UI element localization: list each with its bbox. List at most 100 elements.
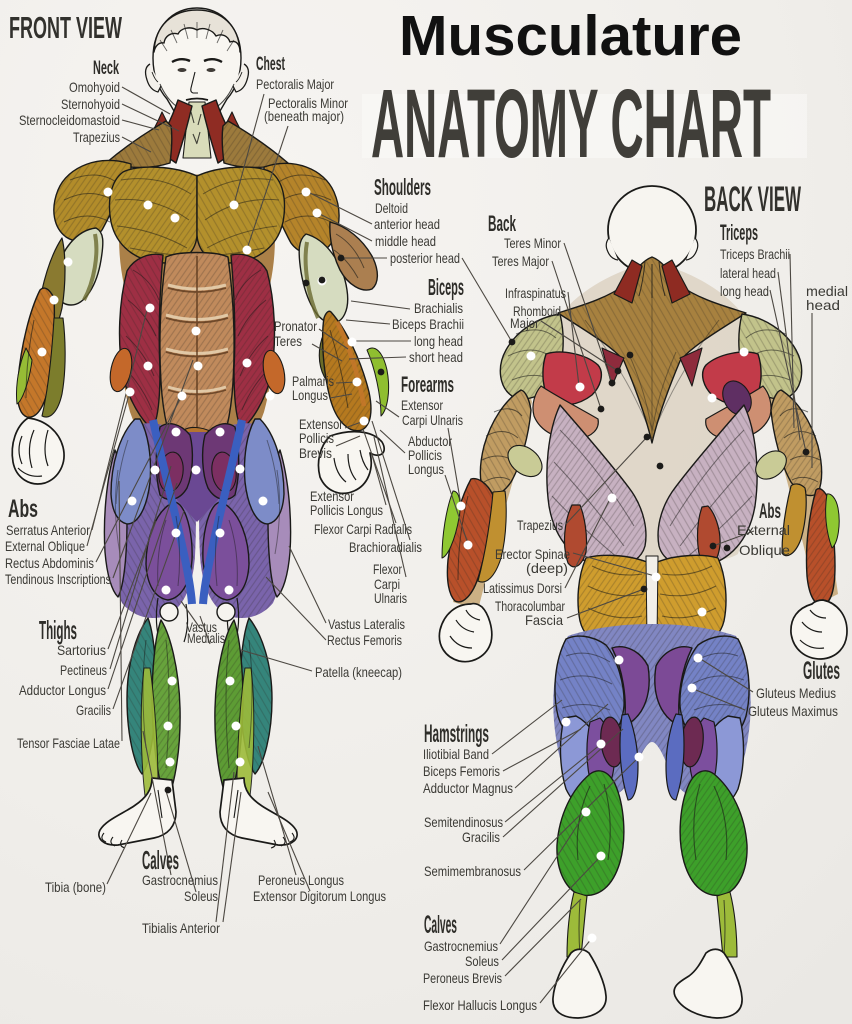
svg-text:Abs: Abs — [759, 500, 781, 523]
svg-text:Peroneus Brevis: Peroneus Brevis — [423, 970, 502, 986]
svg-text:Omohyoid: Omohyoid — [69, 79, 120, 95]
svg-text:Hamstrings: Hamstrings — [424, 720, 489, 748]
svg-text:Oblique: Oblique — [739, 542, 790, 558]
svg-text:Back: Back — [488, 211, 516, 236]
svg-text:Teres: Teres — [274, 333, 302, 349]
svg-text:Gluteus Medius: Gluteus Medius — [756, 685, 836, 701]
svg-text:ANATOMY CHART: ANATOMY CHART — [371, 69, 771, 178]
svg-text:Trapezius: Trapezius — [517, 517, 563, 533]
svg-text:Serratus Anterior: Serratus Anterior — [6, 522, 90, 538]
svg-text:Fascia: Fascia — [525, 612, 563, 628]
svg-text:medial: medial — [806, 283, 848, 299]
svg-text:FRONT VIEW: FRONT VIEW — [9, 10, 122, 45]
svg-text:Major: Major — [510, 315, 539, 331]
svg-text:Extensor: Extensor — [299, 416, 343, 432]
svg-text:Brevis: Brevis — [299, 445, 332, 461]
svg-text:Longus: Longus — [292, 387, 328, 403]
svg-text:Patella (kneecap): Patella (kneecap) — [315, 664, 402, 680]
svg-text:Gracilis: Gracilis — [462, 829, 500, 845]
svg-text:Biceps Femoris: Biceps Femoris — [423, 763, 500, 779]
svg-text:Pollicis Longus: Pollicis Longus — [310, 502, 383, 518]
svg-text:Palmaris: Palmaris — [292, 373, 334, 389]
svg-text:Sternohyoid: Sternohyoid — [61, 96, 120, 112]
svg-text:Triceps: Triceps — [720, 220, 758, 245]
svg-text:External Oblique: External Oblique — [5, 538, 85, 554]
svg-text:Abs: Abs — [8, 495, 38, 523]
svg-text:Brachialis: Brachialis — [414, 300, 463, 316]
svg-text:anterior head: anterior head — [374, 216, 440, 232]
svg-text:Brachioradialis: Brachioradialis — [349, 539, 422, 555]
svg-text:Rectus Femoris: Rectus Femoris — [327, 632, 402, 648]
svg-text:Pollicis: Pollicis — [299, 430, 334, 446]
svg-text:(deep): (deep) — [526, 560, 568, 576]
svg-text:Teres Major: Teres Major — [492, 253, 549, 269]
svg-text:middle head: middle head — [375, 233, 436, 249]
svg-text:Iliotibial Band: Iliotibial Band — [423, 746, 489, 762]
svg-text:Tendinous Inscriptions: Tendinous Inscriptions — [5, 571, 111, 587]
svg-text:Vastus: Vastus — [186, 619, 217, 635]
svg-text:Extensor: Extensor — [310, 488, 354, 504]
svg-text:Teres Minor: Teres Minor — [504, 235, 561, 251]
svg-text:Pectineus: Pectineus — [60, 662, 107, 678]
svg-text:Rectus Abdominis: Rectus Abdominis — [5, 555, 94, 571]
svg-text:Biceps Brachii: Biceps Brachii — [392, 316, 464, 332]
svg-text:Abductor: Abductor — [408, 433, 452, 449]
svg-text:Pectoralis Minor: Pectoralis Minor — [268, 95, 348, 111]
svg-text:posterior head: posterior head — [390, 250, 460, 266]
svg-text:Rhomboid: Rhomboid — [513, 303, 561, 319]
svg-text:(beneath major): (beneath major) — [264, 108, 344, 124]
svg-text:Pronator: Pronator — [274, 318, 317, 334]
svg-text:head: head — [806, 297, 840, 313]
svg-text:Longus: Longus — [408, 461, 444, 477]
svg-text:Soleus: Soleus — [184, 888, 218, 904]
svg-text:Thoracolumbar: Thoracolumbar — [495, 598, 565, 614]
svg-text:Adductor Longus: Adductor Longus — [19, 682, 106, 698]
svg-text:long head: long head — [720, 283, 769, 299]
svg-text:lateral head: lateral head — [720, 265, 776, 281]
svg-text:long head: long head — [414, 333, 463, 349]
svg-text:Semitendinosus: Semitendinosus — [424, 814, 503, 830]
svg-text:Tibia (bone): Tibia (bone) — [45, 879, 106, 895]
svg-text:Pollicis: Pollicis — [408, 447, 442, 463]
svg-text:Adductor Magnus: Adductor Magnus — [423, 780, 513, 796]
svg-text:Gastrocnemius: Gastrocnemius — [142, 872, 218, 888]
svg-text:Flexor Carpi Radialis: Flexor Carpi Radialis — [314, 521, 412, 537]
svg-text:Tensor Fasciae Latae: Tensor Fasciae Latae — [17, 735, 120, 751]
svg-text:Erector Spinae: Erector Spinae — [495, 546, 570, 562]
svg-text:Calves: Calves — [142, 845, 179, 875]
svg-text:Extensor Digitorum Longus: Extensor Digitorum Longus — [253, 888, 386, 904]
svg-text:Gluteus Maximus: Gluteus Maximus — [748, 703, 838, 719]
svg-text:Chest: Chest — [256, 54, 285, 75]
svg-text:Glutes: Glutes — [803, 657, 840, 685]
svg-text:Vastus Lateralis: Vastus Lateralis — [328, 616, 405, 632]
svg-text:Extensor: Extensor — [401, 397, 443, 413]
svg-text:Flexor: Flexor — [373, 561, 402, 577]
svg-text:Tibialis Anterior: Tibialis Anterior — [142, 920, 220, 936]
svg-text:Shoulders: Shoulders — [374, 174, 431, 200]
svg-text:Deltoid: Deltoid — [375, 200, 408, 216]
svg-text:Thighs: Thighs — [39, 615, 77, 645]
svg-text:Soleus: Soleus — [465, 953, 499, 969]
svg-text:Ulnaris: Ulnaris — [374, 590, 407, 606]
svg-text:Triceps Brachii: Triceps Brachii — [720, 246, 790, 262]
svg-text:Neck: Neck — [93, 58, 119, 79]
svg-text:External: External — [737, 522, 790, 538]
svg-text:Calves: Calves — [424, 911, 457, 939]
svg-text:Semimembranosus: Semimembranosus — [424, 863, 521, 879]
svg-text:Medialis: Medialis — [187, 630, 225, 646]
svg-text:Biceps: Biceps — [428, 274, 464, 300]
svg-text:Forearms: Forearms — [401, 372, 454, 397]
svg-text:Flexor Hallucis Longus: Flexor Hallucis Longus — [423, 997, 537, 1013]
svg-text:Carpi: Carpi — [374, 576, 400, 592]
svg-text:Musculature: Musculature — [399, 4, 742, 68]
svg-text:Carpi Ulnaris: Carpi Ulnaris — [402, 412, 463, 428]
svg-text:Peroneus Longus: Peroneus Longus — [258, 872, 344, 888]
svg-text:Trapezius: Trapezius — [73, 129, 120, 145]
svg-text:Sternocleidomastoid: Sternocleidomastoid — [19, 112, 120, 128]
svg-text:Infraspinatus: Infraspinatus — [505, 285, 566, 301]
svg-text:Gastrocnemius: Gastrocnemius — [424, 938, 498, 954]
svg-text:Pectoralis Major: Pectoralis Major — [256, 76, 334, 92]
svg-text:BACK VIEW: BACK VIEW — [704, 180, 801, 219]
svg-text:Sartorius: Sartorius — [57, 642, 106, 658]
svg-text:Latissimus Dorsi: Latissimus Dorsi — [483, 580, 562, 596]
